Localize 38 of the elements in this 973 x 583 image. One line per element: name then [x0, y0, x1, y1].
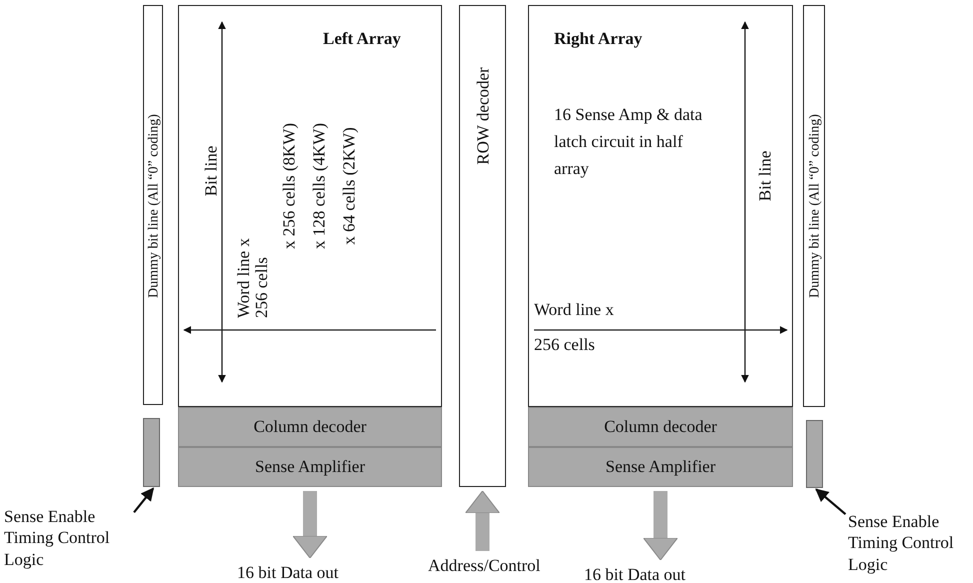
arrow — [815, 488, 846, 516]
block-label: 16 Sense Amp & data latch circuit in half array — [554, 104, 704, 180]
block-label: Column decoder — [252, 416, 368, 438]
array-title: Left Array — [323, 28, 401, 50]
block-box — [803, 5, 825, 407]
arrow — [465, 490, 500, 551]
block-label: x 64 cells (2KW) — [338, 127, 360, 245]
bar-block — [806, 420, 823, 488]
block-label: Word line x 256 cells — [534, 299, 615, 356]
block-box — [143, 5, 163, 405]
annotation-text: Sense Enable Timing Control Logic — [4, 506, 134, 570]
arrow — [133, 487, 154, 514]
arrow — [292, 491, 328, 558]
block-box — [528, 5, 793, 407]
block-box — [178, 5, 442, 407]
block-label: Word line x 256 cells — [235, 237, 271, 318]
annotation-text: Address/Control — [428, 555, 540, 576]
block-box — [528, 407, 793, 447]
block-label: ROW decoder — [472, 67, 494, 165]
block-label: Sense Amplifier — [604, 456, 716, 478]
block-label: Dummy bit line (All “0” coding) — [806, 114, 824, 298]
arrow — [643, 491, 678, 560]
array-title: Right Array — [554, 28, 642, 50]
block-box — [528, 447, 793, 487]
bar-block — [143, 418, 160, 487]
block-label: Column decoder — [603, 416, 718, 438]
annotation-text: Sense Enable Timing Control Logic — [848, 511, 973, 575]
annotation-text: 16 bit Data out — [237, 562, 339, 583]
annotation-text: 16 bit Data out — [584, 564, 686, 583]
block-label: Bit line — [200, 146, 222, 196]
block-box — [178, 407, 442, 447]
block-label: Bit line — [754, 150, 776, 202]
block-label: Sense Amplifier — [254, 456, 366, 478]
block-box — [178, 447, 442, 487]
block-label: Dummy bit line (All “0” coding) — [145, 114, 162, 298]
block-label: x 256 cells (8KW) — [278, 122, 300, 250]
block-box — [459, 5, 506, 487]
block-label: x 128 cells (4KW) — [308, 122, 330, 250]
